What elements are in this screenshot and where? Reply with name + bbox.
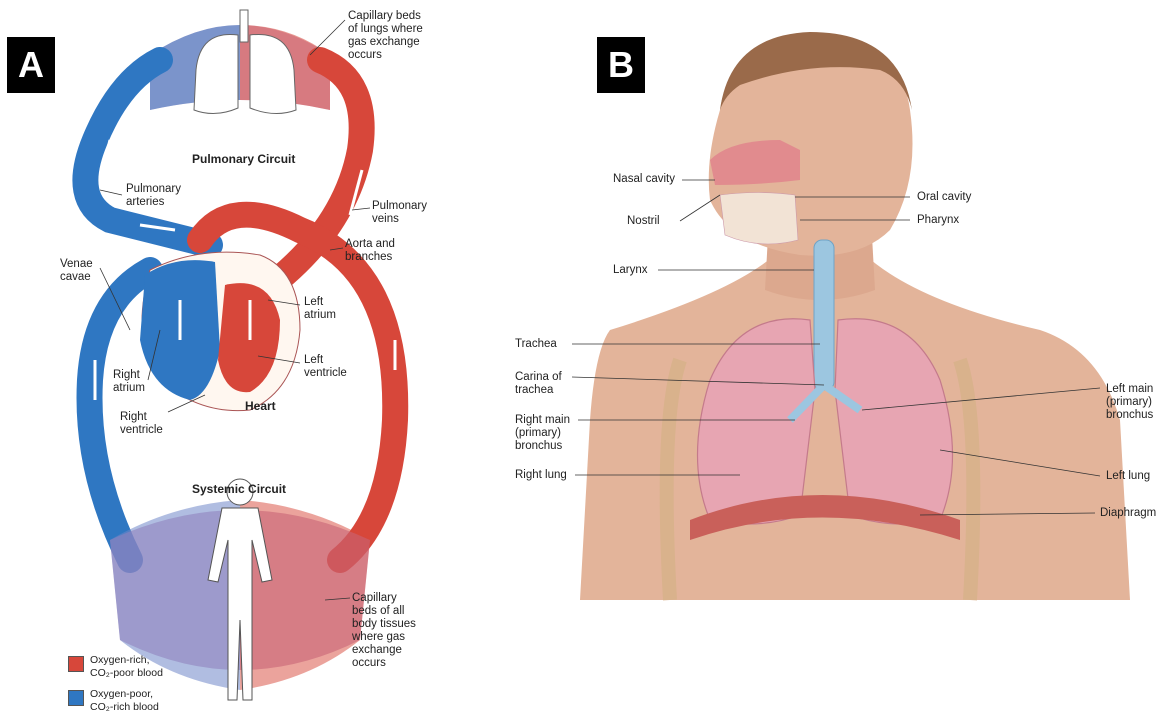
label-pulmonary-circuit: Pulmonary Circuit [192,153,295,166]
label-aorta: Aorta and branches [345,238,395,264]
label-right-lung: Right lung [515,469,567,482]
respiratory-diagram [480,0,1174,714]
label-pulmonary-arteries: Pulmonary arteries [126,183,181,209]
oral-cavity-shape [720,193,798,245]
label-diaphragm: Diaphragm [1100,507,1156,520]
label-left-ventricle: Left ventricle [304,354,347,380]
label-left-main-bronchus: Left main (primary) bronchus [1106,383,1153,422]
label-pulmonary-veins: Pulmonary veins [372,200,427,226]
label-nostril: Nostril [627,215,660,228]
label-systemic-circuit: Systemic Circuit [192,483,286,496]
label-pharynx: Pharynx [917,214,959,227]
label-larynx: Larynx [613,264,648,277]
label-heart: Heart [245,400,276,413]
panel-a-circulation: A Capillary beds of lungs where gas exch… [0,0,480,714]
label-trachea: Trachea [515,338,557,351]
legend-label-oxygen-poor: Oxygen-poor, CO₂-rich blood [90,688,159,714]
legend-swatch-oxygen-poor [68,690,84,706]
label-left-lung: Left lung [1106,470,1150,483]
trachea-shape [814,240,834,390]
label-right-atrium: Right atrium [113,369,145,395]
label-left-atrium: Left atrium [304,296,336,322]
label-right-ventricle: Right ventricle [120,411,163,437]
panel-letter-b: B [597,37,645,93]
panel-b-respiratory: B Nasal cavity Nostril Oral cavity Phary… [480,0,1174,714]
label-nasal-cavity: Nasal cavity [613,173,675,186]
legend-swatch-oxygen-rich [68,656,84,672]
label-capillary-lungs: Capillary beds of lungs where gas exchan… [348,10,423,62]
label-carina: Carina of trachea [515,371,562,397]
panel-letter-a: A [7,37,55,93]
label-right-main-bronchus: Right main (primary) bronchus [515,414,570,453]
heart-drawing [140,252,300,410]
legend-label-oxygen-rich: Oxygen-rich, CO₂-poor blood [90,654,163,680]
label-oral-cavity: Oral cavity [917,191,971,204]
label-venae-cavae: Venae cavae [60,258,93,284]
label-capillary-body: Capillary beds of all body tissues where… [352,592,416,670]
